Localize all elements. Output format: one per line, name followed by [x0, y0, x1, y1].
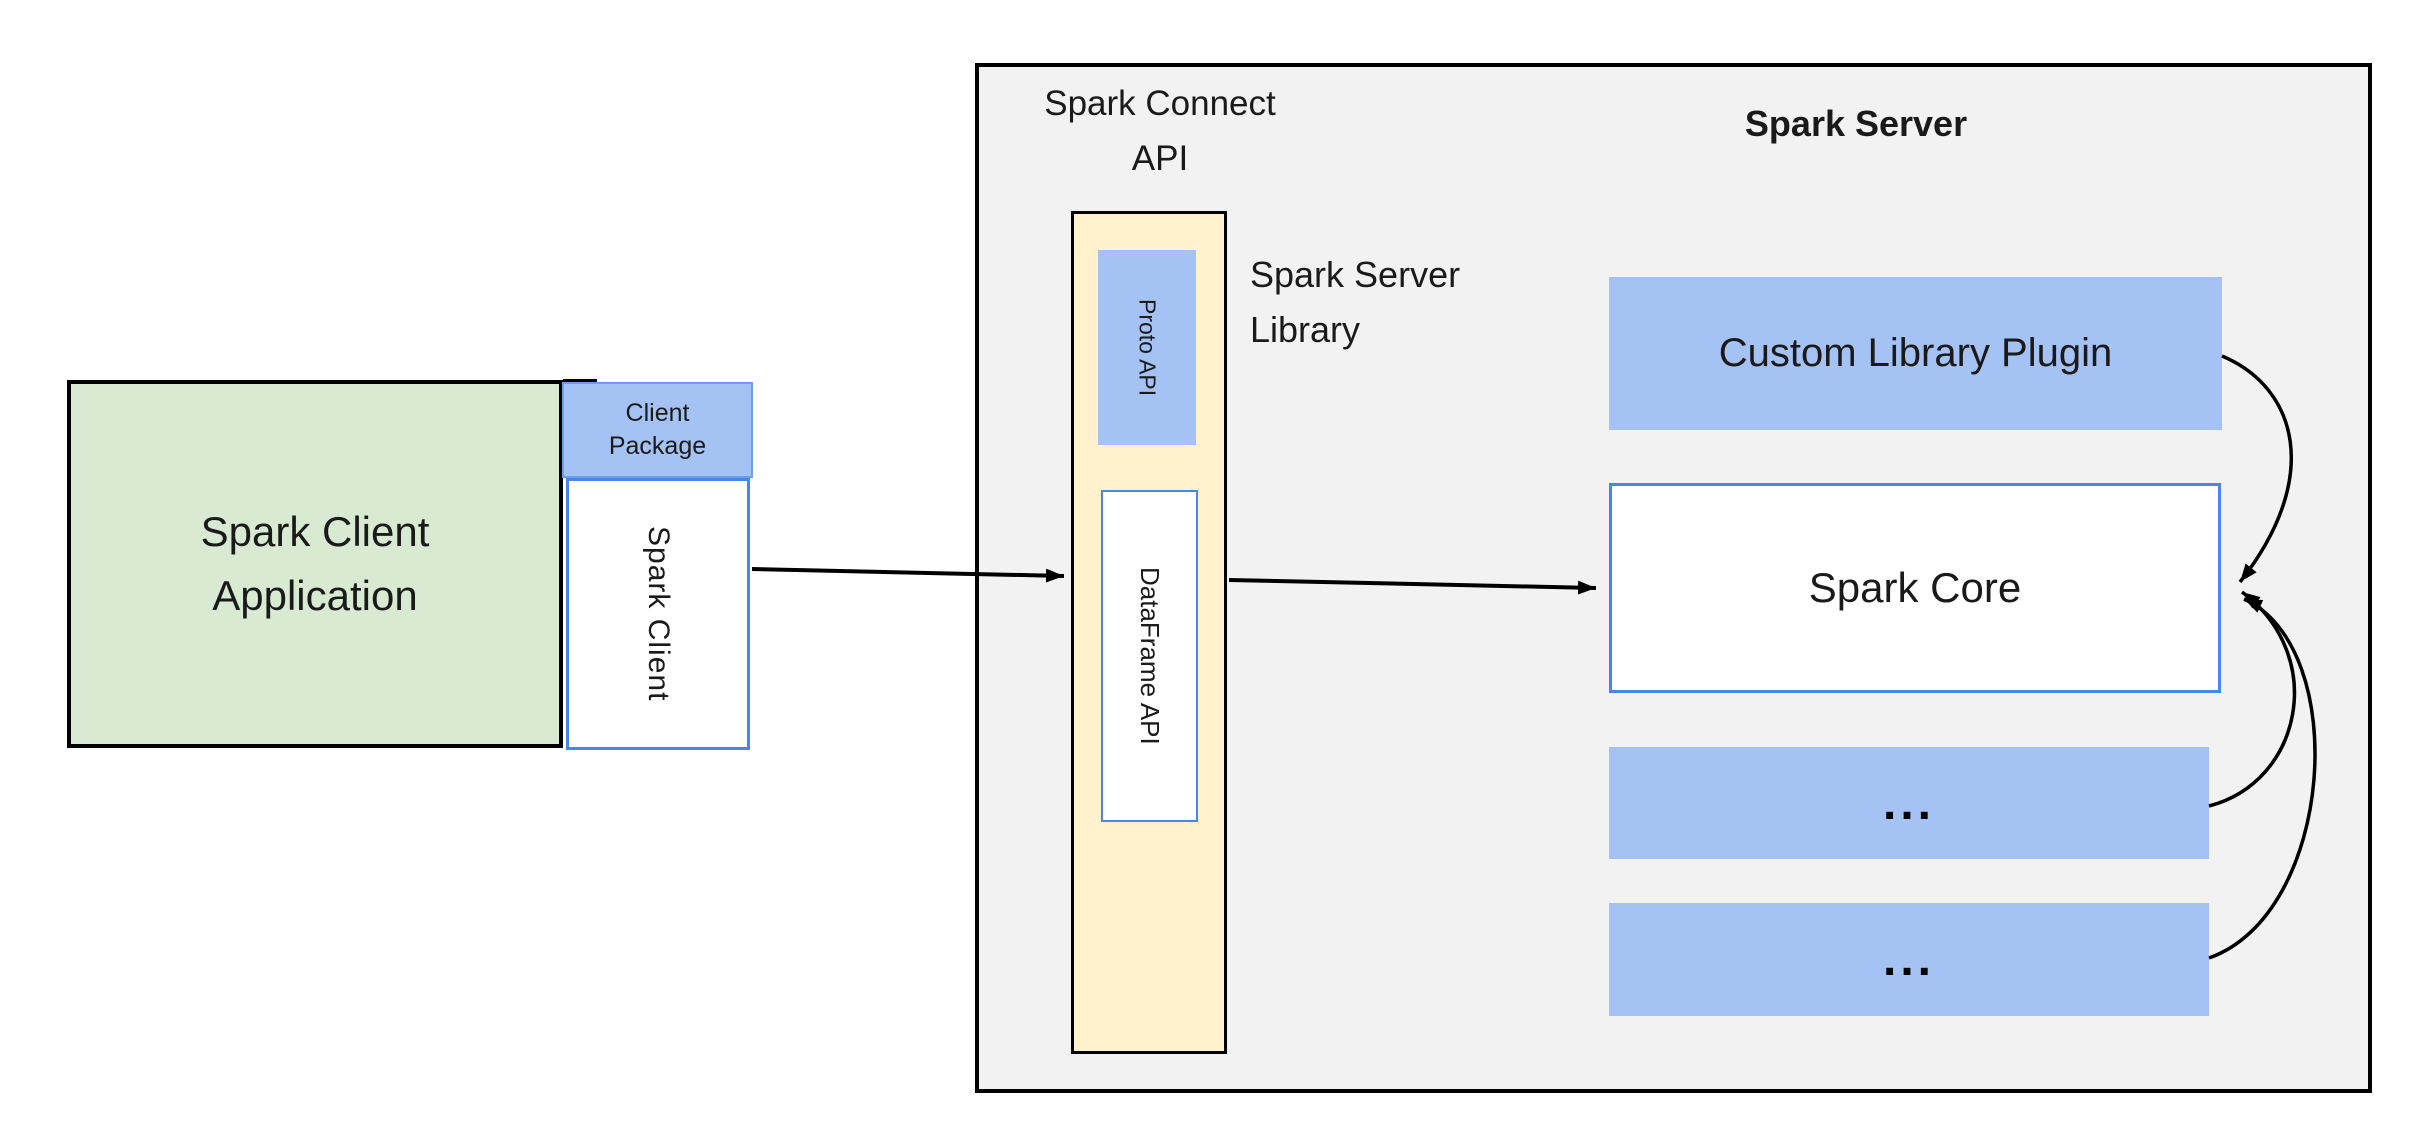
spark-server-library-line1: Spark Server — [1250, 254, 1461, 295]
custom-library-plugin-box: Custom Library Plugin — [1609, 277, 2222, 430]
dataframe-api-box: DataFrame API — [1101, 490, 1198, 822]
custom-library-plugin-label: Custom Library Plugin — [1718, 331, 2113, 375]
spark-client-box: Spark Client — [566, 478, 750, 750]
client-package-box: Client Package — [562, 382, 753, 478]
green-box-border-tail — [563, 379, 597, 383]
plugin-placeholder-box-1: ... — [1609, 747, 2209, 859]
spark-server-title: Spark Server — [1744, 103, 1968, 144]
spark-client-label: Spark Client — [642, 526, 675, 702]
dataframe-api-label: DataFrame API — [1135, 567, 1165, 745]
spark-server-library-line2: Library — [1250, 309, 1361, 350]
client-package-line1: Client — [625, 399, 690, 427]
spark-client-application-line2: Application — [212, 572, 418, 619]
proto-api-box: Proto API — [1098, 250, 1196, 445]
spark-connect-api-line2: API — [1131, 139, 1189, 178]
spark-core-label: Spark Core — [1808, 564, 2022, 611]
client-package-line2: Package — [608, 432, 707, 460]
spark-connect-api-line1: Spark Connect — [1044, 84, 1276, 123]
plugin-placeholder-dots-1: ... — [1882, 776, 1935, 830]
plugin-placeholder-dots-2: ... — [1882, 933, 1935, 986]
spark-client-application-box: Spark Client Application — [67, 380, 563, 748]
spark-connect-api-label: Spark Connect API — [1010, 76, 1310, 186]
spark-client-application-line1: Spark Client — [200, 508, 430, 555]
spark-server-library-label: Spark Server Library — [1250, 247, 1550, 357]
plugin-placeholder-box-2: ... — [1609, 903, 2209, 1016]
spark-client-application-label: Spark Client Application — [201, 500, 430, 628]
proto-api-label: Proto API — [1134, 298, 1161, 397]
client-package-label: Client Package — [609, 397, 706, 463]
spark-core-box: Spark Core — [1609, 483, 2221, 693]
